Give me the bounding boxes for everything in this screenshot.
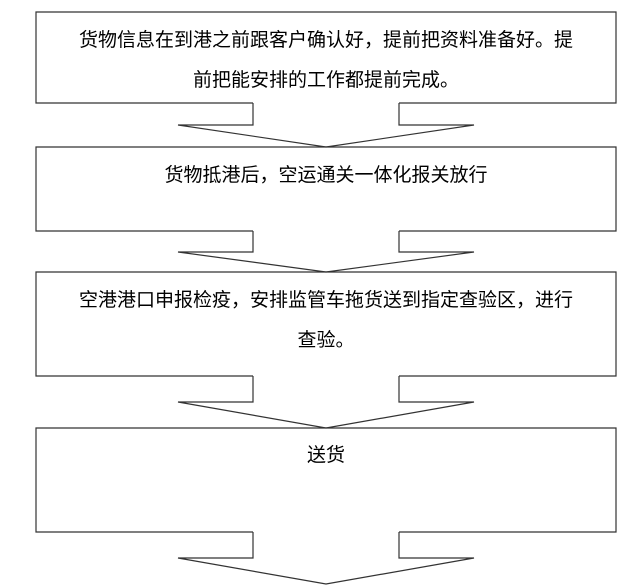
step-1-line-1: 货物信息在到港之前跟客户确认好，提前把资料准备好。提 [78, 29, 573, 51]
step-1-text: 货物信息在到港之前跟客户确认好，提前把资料准备好。提 前把能安排的工作都提前完成… [36, 20, 616, 100]
step-2-text: 货物抵港后，空运通关一体化报关放行 [36, 155, 616, 195]
down-arrow-3 [177, 376, 475, 429]
step-4-text: 送货 [36, 435, 616, 475]
step-box-1 [35, 11, 617, 104]
step-box-3 [35, 271, 617, 377]
down-arrow-1 [177, 103, 475, 148]
step-3-text: 空港港口申报检疫，安排监管车拖货送到指定查验区，进行 查验。 [36, 280, 616, 360]
down-arrow-2 [177, 231, 475, 273]
step-1-line-2: 前把能安排的工作都提前完成。 [192, 69, 459, 91]
step-box-4 [35, 427, 617, 533]
step-3-line-1: 空港港口申报检疫，安排监管车拖货送到指定查验区，进行 [78, 289, 573, 311]
step-3-line-2: 查验。 [297, 329, 355, 351]
step-2-line-1: 货物抵港后，空运通关一体化报关放行 [164, 164, 488, 186]
step-box-2 [35, 146, 617, 232]
step-4-line-1: 送货 [306, 444, 345, 466]
down-arrow-4 [177, 532, 475, 585]
